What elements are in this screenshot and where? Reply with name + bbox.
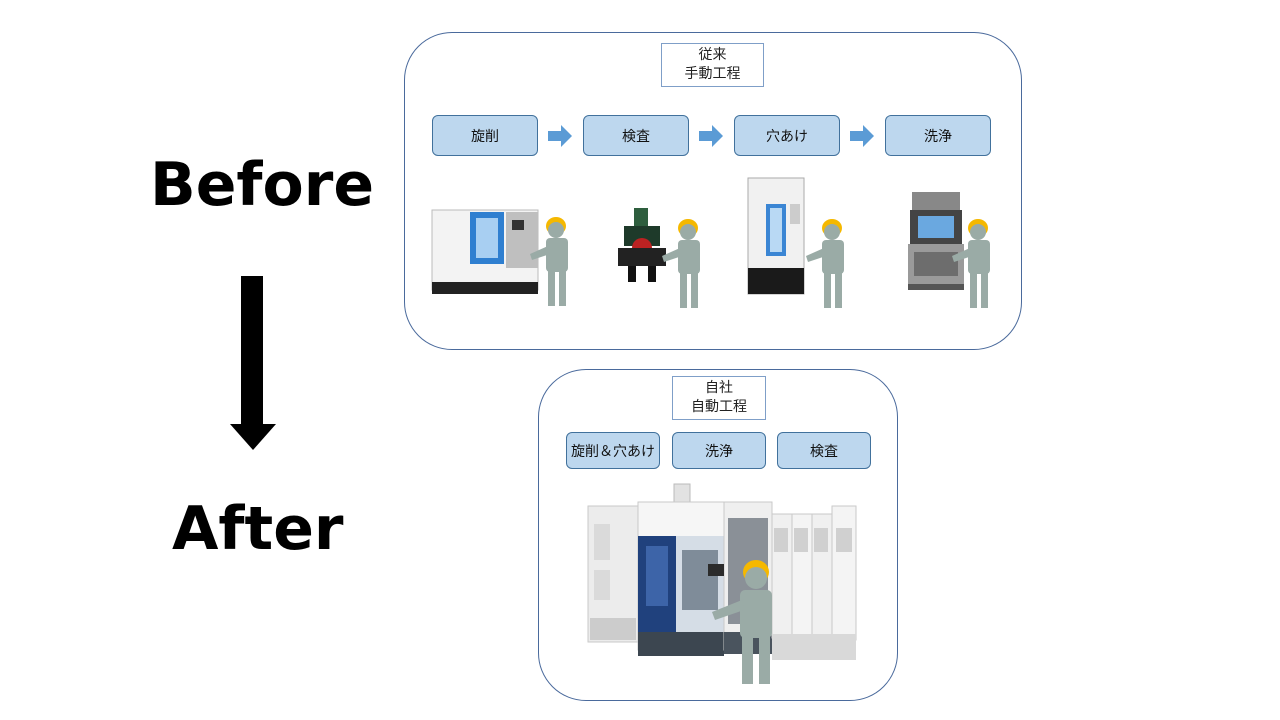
worker-icon [662, 219, 700, 308]
worker-icon [530, 217, 568, 306]
flow-arrow-icon [850, 125, 874, 147]
after-step-inspection: 検査 [777, 432, 871, 469]
after-label: After [172, 494, 344, 564]
flow-arrow-icon [699, 125, 723, 147]
before-label: Before [150, 150, 375, 220]
after-title-line2: 自動工程 [691, 399, 747, 415]
worker-icon [806, 219, 844, 308]
worker-icon [952, 219, 990, 308]
before-panel-title: 従来 手動工程 [661, 43, 764, 87]
washing-machine-illustration [908, 192, 964, 290]
down-arrow-icon [230, 276, 276, 450]
before-step-inspection: 検査 [583, 115, 689, 156]
after-panel-title: 自社 自動工程 [672, 376, 766, 420]
before-title-line1: 従来 [698, 47, 727, 63]
before-title-line2: 手動工程 [684, 66, 741, 82]
inspection-machine-illustration [618, 208, 666, 282]
lathe-machine-illustration [431, 209, 539, 294]
worker-icon [712, 560, 772, 684]
after-title-line1: 自社 [705, 380, 733, 396]
flow-arrow-icon [548, 125, 572, 147]
after-step-turning-drilling: 旋削＆穴あけ [566, 432, 660, 469]
before-step-turning: 旋削 [432, 115, 538, 156]
drilling-machine-illustration [747, 177, 805, 295]
before-step-washing: 洗浄 [885, 115, 991, 156]
after-step-washing: 洗浄 [672, 432, 766, 469]
before-step-drilling: 穴あけ [734, 115, 840, 156]
